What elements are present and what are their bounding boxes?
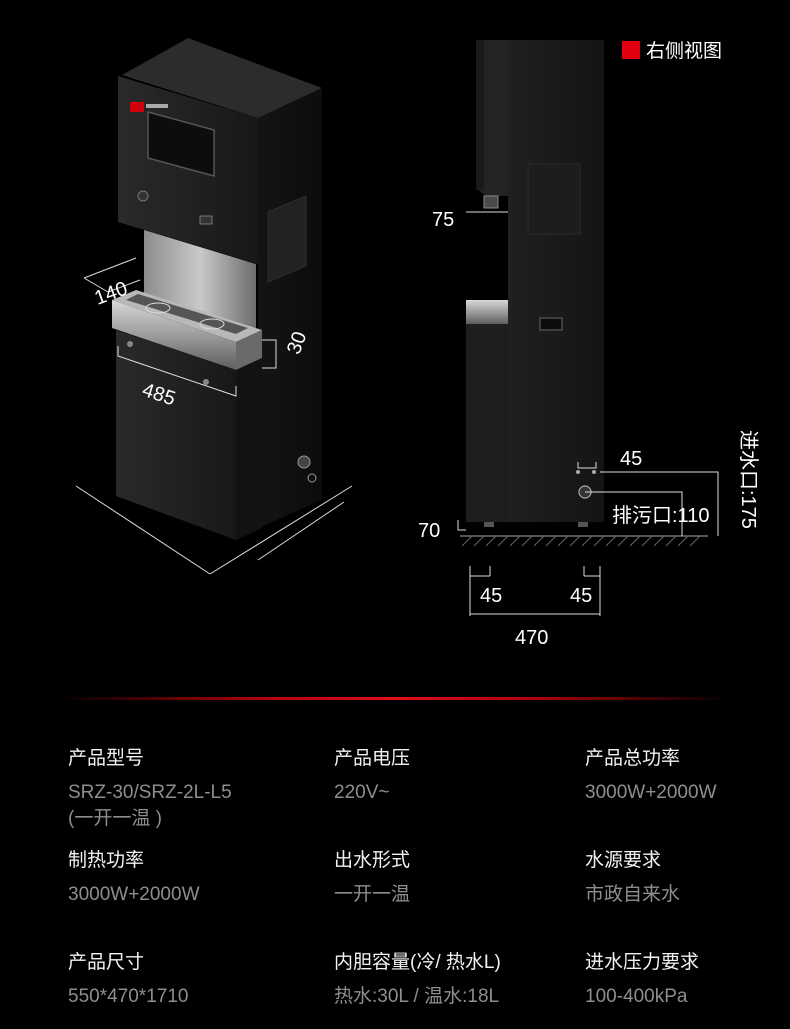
hot-button (137, 190, 149, 202)
top-face (122, 38, 322, 118)
spec-label: 内胆容量(冷/ 热水L) (334, 952, 501, 973)
spec-model: 产品型号 SRZ-30/SRZ-2L-L5 (一开一温 ) (68, 746, 298, 832)
spec-label: 出水形式 (334, 850, 411, 871)
side-tap (483, 195, 499, 209)
view-label: 右侧视图 (622, 36, 722, 63)
spec-value: 550*470*1710 (68, 986, 189, 1007)
isometric-view (75, 38, 353, 575)
display-panel (147, 111, 215, 177)
spec-dimensions: 产品尺寸 550*470*1710 (68, 950, 298, 1010)
side-view (457, 40, 719, 616)
dim-depth-total: 470 (515, 627, 549, 649)
spec-value: 3000W+2000W (68, 884, 200, 905)
spec-label: 产品型号 (68, 748, 145, 769)
spec-inlet-pressure: 进水压力要求 100-400kPa (585, 950, 790, 1010)
side-panel (258, 88, 322, 528)
spec-label: 水源要求 (585, 850, 662, 871)
spec-voltage: 产品电压 220V~ (334, 746, 564, 806)
spec-value: 220V~ (334, 782, 390, 803)
side-body (508, 40, 604, 522)
red-square-icon (622, 40, 640, 59)
dim-inlet-offset: 45 (620, 448, 643, 470)
spec-label: 产品电压 (334, 748, 411, 769)
side-lower (466, 300, 508, 522)
spec-total-power: 产品总功率 3000W+2000W (585, 746, 790, 806)
spec-label: 制热功率 (68, 850, 145, 871)
product-drawing (75, 38, 719, 616)
spec-value: 100-400kPa (585, 986, 688, 1007)
dim-tap-offset: 75 (432, 209, 455, 231)
spec-water-source: 水源要求 市政自来水 (585, 848, 790, 908)
spec-value: 3000W+2000W (585, 782, 717, 803)
section-divider (60, 697, 730, 700)
spec-label: 产品总功率 (585, 748, 681, 769)
dim-drain-label: 排污口:110 (612, 505, 710, 527)
dim-foot-right: 45 (570, 585, 593, 607)
dim-base-height: 70 (418, 520, 441, 542)
spec-label: 产品尺寸 (68, 952, 145, 973)
spec-tank-capacity: 内胆容量(冷/ 热水L) 热水:30L / 温水:18L (334, 950, 564, 1010)
drip-tray-front (112, 300, 236, 370)
product-figure: 右侧视图 140 485 30 75 70 45 排污口:110 进水口:175… (75, 36, 759, 649)
dim-foot-left: 45 (480, 585, 503, 607)
spec-value: SRZ-30/SRZ-2L-L5 (一开一温 ) (68, 782, 232, 829)
spec-value: 一开一温 (334, 884, 411, 905)
spec-label: 进水压力要求 (585, 952, 700, 973)
spec-value: 热水:30L / 温水:18L (334, 986, 500, 1007)
dim-inlet-label: 进水口:175 (737, 430, 759, 529)
spec-outlet-type: 出水形式 一开一温 (334, 848, 564, 908)
spec-value: 市政自来水 (585, 884, 681, 905)
spec-heating-power: 制热功率 3000W+2000W (68, 848, 298, 908)
view-label-text: 右侧视图 (646, 41, 723, 62)
ground-hatch (461, 535, 701, 547)
brand-logo (130, 102, 144, 112)
